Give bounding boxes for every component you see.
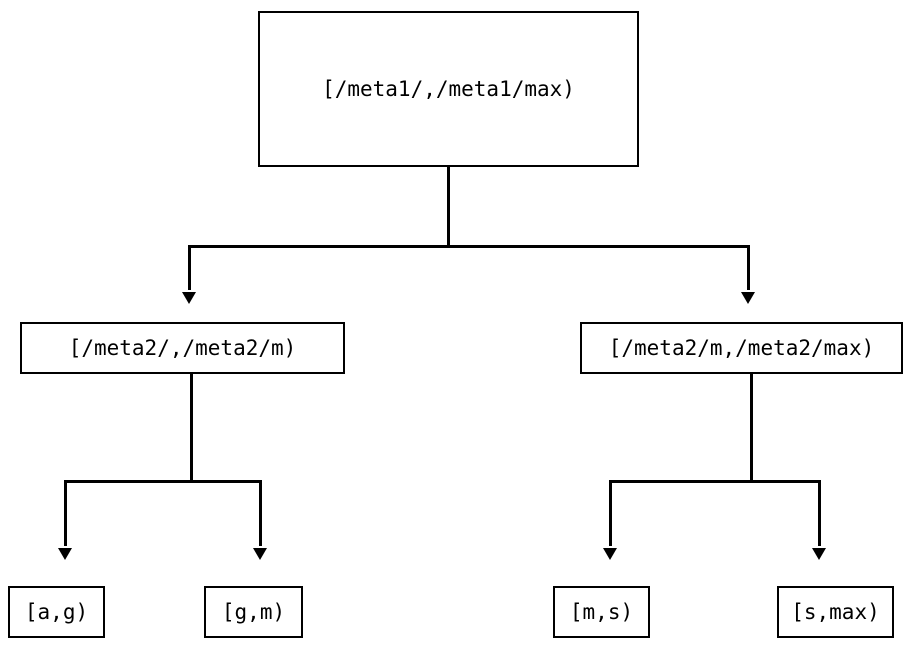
arrowhead-down-icon-meta2-low-to-leaf-ag	[58, 548, 72, 560]
edge-meta2-low-to-leaf-ag-drop	[64, 480, 67, 546]
tree-node-meta2-low[interactable]: [/meta2/,/meta2/m)	[20, 322, 345, 374]
edge-meta2-low-stem	[190, 374, 193, 482]
arrowhead-down-icon-root-to-meta2-high	[741, 292, 755, 304]
edge-meta2-high-stem	[750, 374, 753, 482]
tree-node-leaf-ms-label: [m,s)	[569, 599, 634, 624]
tree-node-root[interactable]: [/meta1/,/meta1/max)	[258, 11, 639, 167]
tree-node-leaf-gm[interactable]: [g,m)	[204, 586, 303, 638]
edge-root-horizontal-bar	[188, 245, 750, 248]
edge-root-stem	[447, 167, 450, 246]
tree-node-leaf-gm-label: [g,m)	[221, 599, 286, 624]
edge-meta2-low-to-leaf-gm-drop	[259, 480, 262, 546]
arrowhead-down-icon-root-to-meta2-low	[182, 292, 196, 304]
edge-meta2-high-to-leaf-smax-drop	[818, 480, 821, 546]
tree-node-root-label: [/meta1/,/meta1/max)	[322, 76, 575, 101]
edge-meta2-low-horizontal-bar	[64, 480, 262, 483]
edge-meta2-high-to-leaf-ms-drop	[609, 480, 612, 546]
tree-node-meta2-high-label: [/meta2/m,/meta2/max)	[608, 335, 875, 360]
edge-root-to-meta2-high-drop	[747, 245, 750, 290]
arrowhead-down-icon-meta2-high-to-leaf-ms	[603, 548, 617, 560]
tree-node-meta2-low-label: [/meta2/,/meta2/m)	[68, 335, 297, 360]
arrowhead-down-icon-meta2-high-to-leaf-smax	[812, 548, 826, 560]
tree-node-leaf-smax-label: [s,max)	[791, 599, 880, 624]
edge-root-to-meta2-low-drop	[188, 245, 191, 290]
tree-node-meta2-high[interactable]: [/meta2/m,/meta2/max)	[580, 322, 903, 374]
tree-node-leaf-ms[interactable]: [m,s)	[553, 586, 650, 638]
arrowhead-down-icon-meta2-low-to-leaf-gm	[253, 548, 267, 560]
edge-meta2-high-horizontal-bar	[609, 480, 821, 483]
tree-node-leaf-ag-label: [a,g)	[24, 599, 89, 624]
tree-node-leaf-smax[interactable]: [s,max)	[777, 586, 894, 638]
tree-node-leaf-ag[interactable]: [a,g)	[8, 586, 105, 638]
